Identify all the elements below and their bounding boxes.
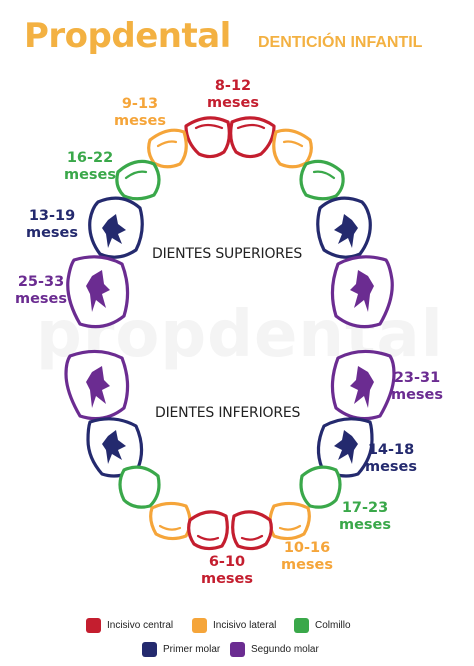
upper-lateral-incisor-left-mark [156, 140, 178, 148]
lower-canine-right [299, 465, 342, 509]
upper-second-molar-right-glyph [350, 270, 374, 312]
lower-lateral-incisor-unit: meses [280, 557, 334, 573]
lower-first-molar-left-glyph [102, 430, 126, 464]
lower-canine-unit: meses [338, 517, 392, 533]
lower-second-molar-label: 23-31 meses [386, 370, 448, 404]
upper-lateral-incisor-range: 9-13 [121, 96, 159, 112]
legend-label: Primer molar [163, 644, 221, 655]
upper-central-incisor-left [184, 116, 231, 159]
lower-central-incisor-right-mark [240, 534, 264, 541]
upper-canine-right-mark [312, 170, 336, 180]
lower-lateral-incisor-right-mark [278, 524, 302, 531]
upper-central-incisor-unit: meses [206, 95, 260, 111]
legend-item-incisivo-central: Incisivo central [86, 618, 173, 633]
lower-lateral-incisor-range: 10-16 [283, 540, 331, 556]
upper-second-molar-left-glyph [86, 270, 110, 312]
lower-central-incisor-left [187, 510, 229, 551]
lower-canine-range: 17-23 [341, 500, 389, 516]
upper-central-incisor-left-mark [194, 123, 224, 130]
upper-canine-left-mark [124, 170, 148, 180]
upper-lateral-incisor-right [272, 128, 313, 169]
legend-swatch [142, 642, 157, 657]
upper-canine-unit: meses [63, 167, 117, 183]
upper-canine-right [299, 159, 345, 201]
legend-swatch [294, 618, 309, 633]
legend-label: Incisivo central [107, 620, 174, 631]
legend-item-colmillo: Colmillo [294, 618, 351, 633]
lower-central-incisor-range: 6-10 [208, 554, 246, 570]
lower-first-molar-label: 14-18 meses [360, 442, 422, 476]
legend-item-primer-molar: Primer molar [142, 642, 220, 657]
lower-teeth-label: DIENTES INFERIORES [155, 405, 301, 421]
legend-item-segundo-molar: Segundo molar [230, 642, 319, 657]
upper-lateral-incisor-unit: meses [113, 113, 167, 129]
legend-label: Colmillo [315, 620, 351, 631]
upper-lateral-incisor-left [147, 128, 188, 169]
lower-central-incisor-unit: meses [200, 571, 254, 587]
legend-swatch [86, 618, 101, 633]
upper-canine-label: 16-22 meses [58, 150, 122, 184]
upper-second-molar-range: 25-33 [17, 274, 65, 290]
upper-first-molar-unit: meses [25, 225, 79, 241]
lower-first-molar-range: 14-18 [367, 442, 415, 458]
upper-central-incisor-right [229, 116, 276, 159]
lower-canine-label: 17-23 meses [334, 500, 396, 534]
upper-lateral-incisor-right-mark [282, 140, 304, 148]
lower-first-molar-unit: meses [364, 459, 418, 475]
upper-central-incisor-label: 8-12 meses [200, 78, 266, 112]
lower-second-molar-unit: meses [390, 387, 444, 403]
page-subtitle: DENTICIÓN INFANTIL [258, 34, 423, 51]
lower-lateral-incisor-right [268, 501, 311, 541]
lower-first-molar-right-glyph [334, 430, 358, 464]
legend-item-incisivo-lateral: Incisivo lateral [192, 618, 276, 633]
upper-central-incisor-right-mark [236, 123, 266, 130]
upper-canine-range: 16-22 [66, 150, 114, 166]
lower-lateral-incisor-label: 10-16 meses [276, 540, 338, 574]
upper-second-molar-unit: meses [14, 291, 68, 307]
upper-first-molar-right-glyph [334, 214, 358, 248]
upper-teeth-label: DIENTES SUPERIORES [152, 246, 303, 262]
lower-central-incisor-left-mark [196, 534, 220, 541]
upper-lateral-incisor-label: 9-13 meses [110, 96, 170, 130]
legend-label: Segundo molar [251, 644, 319, 655]
legend-swatch [192, 618, 207, 633]
upper-central-incisor-range: 8-12 [214, 78, 252, 94]
upper-first-molar-range: 13-19 [28, 208, 76, 224]
lower-second-molar-range: 23-31 [393, 370, 441, 386]
lower-lateral-incisor-left-mark [158, 524, 182, 531]
lower-second-molar-right-glyph [350, 366, 374, 408]
legend-label: Incisivo lateral [213, 620, 277, 631]
legend-swatch [230, 642, 245, 657]
upper-first-molar-label: 13-19 meses [22, 208, 82, 242]
lower-lateral-incisor-left [149, 501, 192, 541]
upper-first-molar-left-glyph [102, 214, 126, 248]
brand-logo: Propdental [24, 16, 231, 56]
upper-second-molar-label: 25-33 meses [10, 274, 72, 308]
lower-central-incisor-right [231, 510, 273, 551]
upper-canine-left [115, 159, 161, 201]
lower-canine-left [118, 465, 161, 509]
lower-central-incisor-label: 6-10 meses [196, 554, 258, 588]
lower-second-molar-left-glyph [86, 366, 110, 408]
